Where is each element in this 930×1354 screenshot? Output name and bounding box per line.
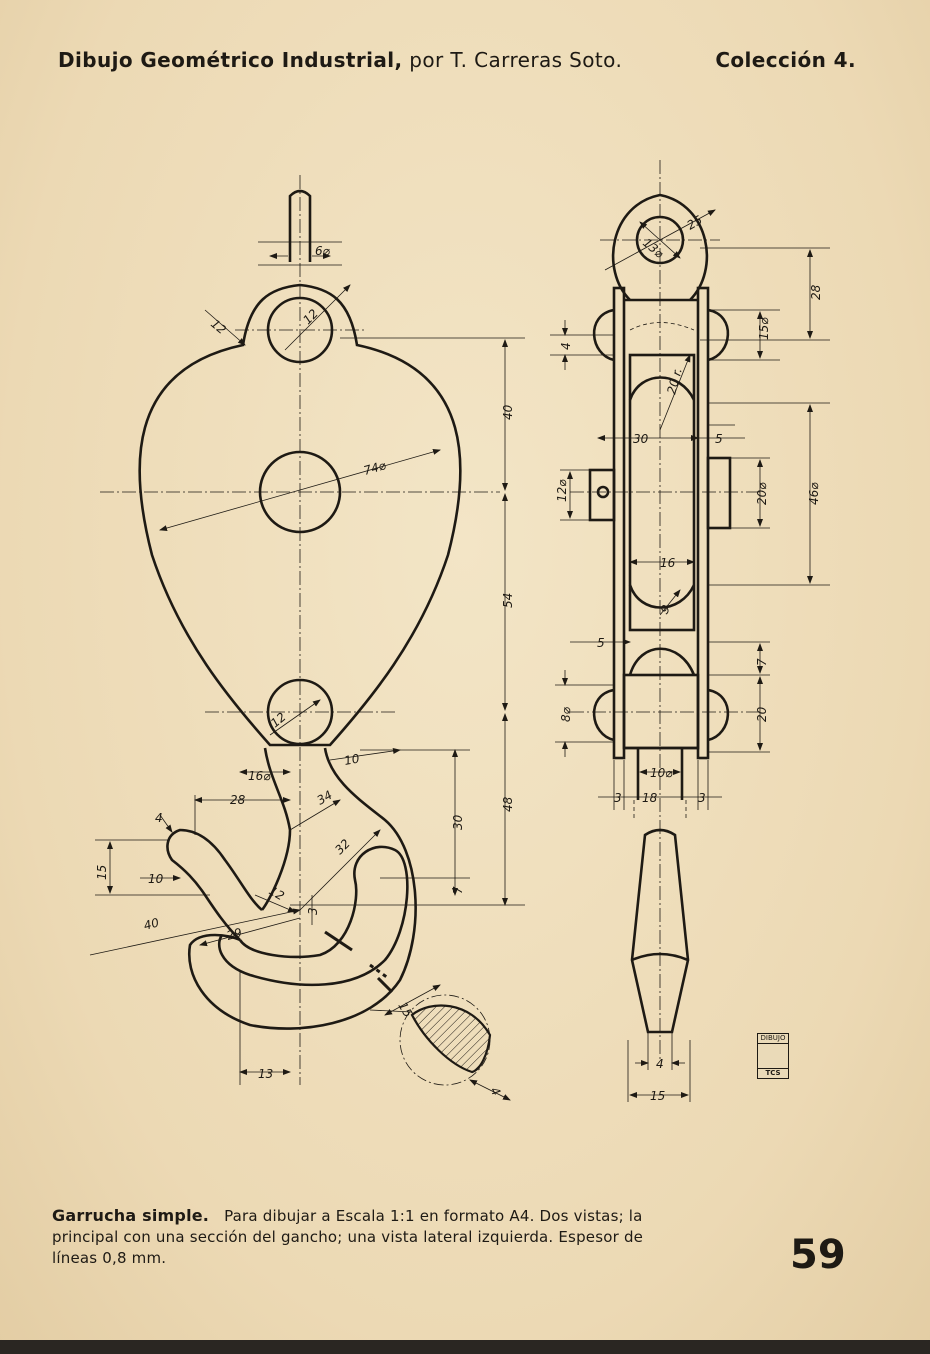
book-title: Dibujo Geométrico Industrial, <box>58 48 403 72</box>
dim-r25: 25 <box>685 213 705 233</box>
front-dimension-lines <box>89 241 525 1101</box>
dim-h3-right: 3 <box>698 791 706 805</box>
dim-v48: 48 <box>501 796 515 812</box>
book-author: por T. Carreras Soto. <box>409 48 623 72</box>
side-hidden-lines <box>629 322 695 820</box>
caption: Garrucha simple. Para dibujar a Escala 1… <box>52 1205 672 1269</box>
dim-v7: 7 <box>451 886 465 894</box>
dim-h18: 18 <box>642 791 658 805</box>
dim-h3-left: 3 <box>614 791 622 805</box>
dim-d46: 46⌀ <box>807 482 821 505</box>
dim-h28: 28 <box>230 793 246 807</box>
dim-r12-left: 12 <box>208 317 229 338</box>
logo-top-text: DIBUJO <box>758 1034 788 1044</box>
side-dimension-texts: 13⌀ 25 28 4 15⌀ 20 r. 30 5 12⌀ 20⌀ 46⌀ 1… <box>555 213 823 1103</box>
dim-s15: 15 <box>395 1000 415 1020</box>
dim-side-d12: 12⌀ <box>555 479 569 502</box>
dim-h4: 4 <box>656 1057 664 1071</box>
dim-side-d20: 20⌀ <box>755 482 769 505</box>
dim-h30: 30 <box>633 432 649 446</box>
dim-d32: 32 <box>332 836 353 857</box>
dim-side-v4: 4 <box>559 342 573 350</box>
page-bottom-edge <box>0 1340 930 1354</box>
dim-h10: 10 <box>148 872 164 886</box>
logo-figure-icon <box>758 1044 788 1068</box>
publisher-logo: DIBUJO TCS <box>757 1033 789 1079</box>
dim-side-v7: 7 <box>755 658 769 666</box>
hook-outline <box>166 747 417 1030</box>
dim-v3: 3 <box>306 907 320 915</box>
dim-h13: 13 <box>258 1067 273 1081</box>
dim-side-d15: 15⌀ <box>757 317 771 340</box>
dim-v30: 30 <box>451 814 465 830</box>
dim-r12-inner: 12 <box>267 883 287 903</box>
dim-d12-top: 12 <box>300 306 321 327</box>
dim-r20: 20 r. <box>664 366 684 395</box>
hook-section-detail <box>399 994 492 1086</box>
dim-r40: 40 <box>142 915 161 933</box>
caption-text: Para dibujar a Escala 1:1 en formato A4.… <box>52 1207 644 1267</box>
dim-side-v20: 20 <box>755 706 769 722</box>
dim-h16: 16 <box>660 556 676 570</box>
front-dimension-texts: 6⌀ 12 12 74⌀ 40 54 48 12 16⌀ 28 34 10 32… <box>95 244 515 1098</box>
dim-h5-top: 5 <box>715 432 723 446</box>
dim-h15: 15 <box>650 1089 665 1103</box>
logo-bottom-text: TCS <box>758 1068 788 1078</box>
dim-d34: 34 <box>315 788 335 808</box>
dim-d6: 6⌀ <box>315 244 331 258</box>
dim-v15: 15 <box>95 865 109 880</box>
dim-r29: 29 <box>225 925 243 942</box>
dim-d74: 74⌀ <box>362 458 388 478</box>
collection-label: Colección 4. <box>715 48 856 72</box>
caption-title: Garrucha simple. <box>52 1206 210 1225</box>
dim-h5-mid: 5 <box>597 636 605 650</box>
side-view: 13⌀ 25 28 4 15⌀ 20 r. 30 5 12⌀ 20⌀ 46⌀ 1… <box>550 160 830 1103</box>
front-centerlines <box>100 175 500 1085</box>
side-dimension-lines <box>550 209 830 1102</box>
dim-v40: 40 <box>501 404 515 420</box>
dim-v4: 4 <box>155 811 163 825</box>
page-header: Dibujo Geométrico Industrial, por T. Car… <box>58 48 858 78</box>
dim-side-v28: 28 <box>809 284 823 300</box>
dim-d16: 16⌀ <box>248 769 271 783</box>
dim-s4: 4 <box>487 1085 503 1099</box>
dim-side-d8: 8⌀ <box>559 706 573 722</box>
page-number: 59 <box>790 1232 846 1278</box>
dim-v54: 54 <box>501 593 515 608</box>
front-view: 6⌀ 12 12 74⌀ 40 54 48 12 16⌀ 28 34 10 32… <box>89 175 525 1101</box>
dim-side-d10: 10⌀ <box>650 766 673 780</box>
dim-d10: 10 <box>343 751 361 768</box>
